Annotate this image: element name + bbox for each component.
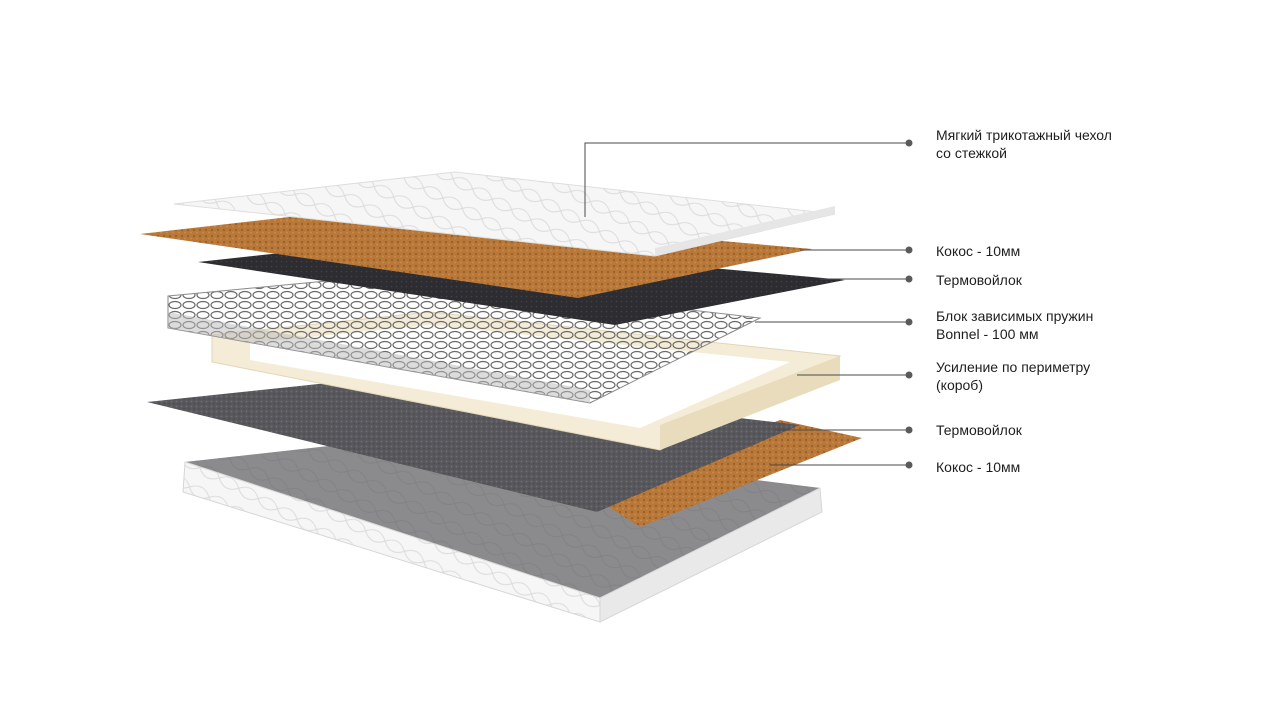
leader-felt-top xyxy=(820,275,913,283)
leader-springs xyxy=(755,318,913,326)
leader-coconut-bottom xyxy=(770,461,913,469)
leader-coconut-top xyxy=(800,246,913,254)
leader-felt-bottom xyxy=(775,426,913,434)
layer-label-perimeter-frame: Усиление по периметру (короб) xyxy=(936,359,1091,393)
coconut-layer-bottom xyxy=(590,420,862,527)
leader-cover xyxy=(584,139,913,217)
layer-label-coconut-top: Кокос - 10мм xyxy=(936,243,1021,259)
leader-frame xyxy=(797,371,913,379)
layer-label-cover: Мягкий трикотажный чехол со стежкой xyxy=(936,127,1112,161)
layer-label-coconut-bottom: Кокос - 10мм xyxy=(936,459,1021,475)
layer-label-felt-top: Термовойлок xyxy=(936,272,1022,288)
layer-label-felt-bottom: Термовойлок xyxy=(936,422,1022,438)
coconut-layer-top xyxy=(140,209,812,298)
leader-lines xyxy=(584,139,913,469)
quilted-cover xyxy=(173,171,836,257)
layer-label-spring-block: Блок зависимых пружин Bonnel - 100 мм xyxy=(936,308,1094,342)
